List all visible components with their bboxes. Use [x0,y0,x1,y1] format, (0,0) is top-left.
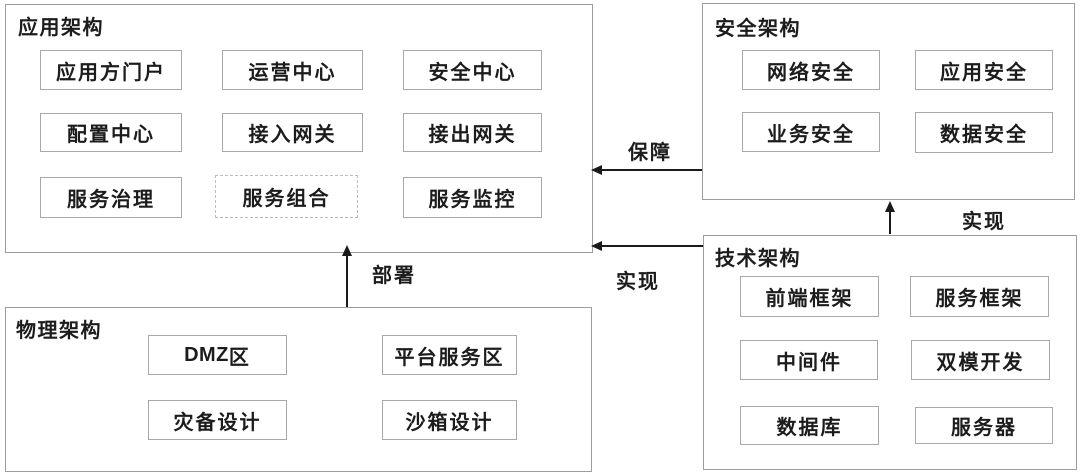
node-security-center: 安全中心 [403,50,542,90]
node-label: 服务框架 [935,288,1024,310]
guarantee-arrow-line [600,169,702,171]
node-label: 配置中心 [67,124,155,146]
node-outbound-gateway: 接出网关 [403,113,542,152]
deploy-arrowhead-icon [342,245,352,256]
realize-application-arrow-label: 实现 [616,271,660,293]
node-label: 业务安全 [767,123,855,146]
node-application-security: 应用安全 [915,50,1053,90]
node-service-composition: 服务组合 [215,175,358,218]
node-label: 应用安全 [940,61,1028,84]
node-config-center: 配置中心 [40,113,182,152]
node-frontend-framework: 前端框架 [740,276,879,317]
node-label: 接出网关 [428,124,517,146]
node-label: 沙箱设计 [405,411,494,434]
deploy-arrow-label: 部署 [372,265,416,287]
node-service-governance: 服务治理 [40,177,182,218]
node-label: 应用方门户 [56,61,166,84]
node-label: 网络安全 [767,61,855,84]
node-label-latin: DMZ [184,343,229,366]
node-database: 数据库 [740,406,879,445]
node-disaster-recovery-design: 灾备设计 [148,400,287,440]
node-label: 灾备设计 [173,411,262,434]
realize-application-arrow-line [600,245,703,247]
node-label: 数据安全 [940,124,1028,146]
node-network-security: 网络安全 [742,50,880,90]
panel-title-security: 安全架构 [715,18,801,40]
node-service-framework: 服务框架 [910,276,1049,317]
node-label: 平台服务区 [394,346,505,369]
node-label: 中间件 [776,351,842,374]
guarantee-arrowhead-icon [591,165,602,175]
node-label: 服务监控 [428,189,517,211]
node-label: 服务器 [951,417,1017,439]
realize-security-arrowhead-icon [885,201,895,212]
node-service-monitoring: 服务监控 [403,177,542,218]
realize-application-arrowhead-icon [591,241,602,251]
node-label: 接入网关 [248,124,337,146]
panel-physical-architecture [5,307,592,472]
node-label: 双模开发 [936,351,1025,374]
realize-security-arrow-line [889,208,891,234]
node-business-security: 业务安全 [742,112,880,152]
node-label: 运营中心 [248,61,337,84]
node-label: 区 [228,346,251,369]
node-data-security: 数据安全 [915,112,1053,153]
guarantee-arrow-label: 保障 [628,142,672,164]
node-label: 数据库 [776,417,843,439]
node-middleware: 中间件 [740,340,878,380]
node-dual-mode-development: 双模开发 [911,340,1050,380]
realize-security-arrow-label: 实现 [962,211,1006,233]
node-platform-service-zone: 平台服务区 [382,335,517,375]
panel-title-application: 应用架构 [18,17,104,39]
node-operation-center: 运营中心 [222,50,363,90]
node-label: 安全中心 [428,61,517,84]
node-label: 前端框架 [765,288,854,310]
node-sandbox-design: 沙箱设计 [382,400,517,440]
node-label: 服务组合 [242,188,331,210]
node-inbound-gateway: 接入网关 [222,113,363,152]
panel-title-technology: 技术架构 [715,248,801,270]
deploy-arrow-line [346,253,348,307]
node-label: 服务治理 [67,189,155,211]
node-app-portal: 应用方门户 [40,50,182,90]
panel-title-physical: 物理架构 [16,320,102,342]
panel-security-architecture [702,3,1075,200]
node-server: 服务器 [915,407,1053,444]
